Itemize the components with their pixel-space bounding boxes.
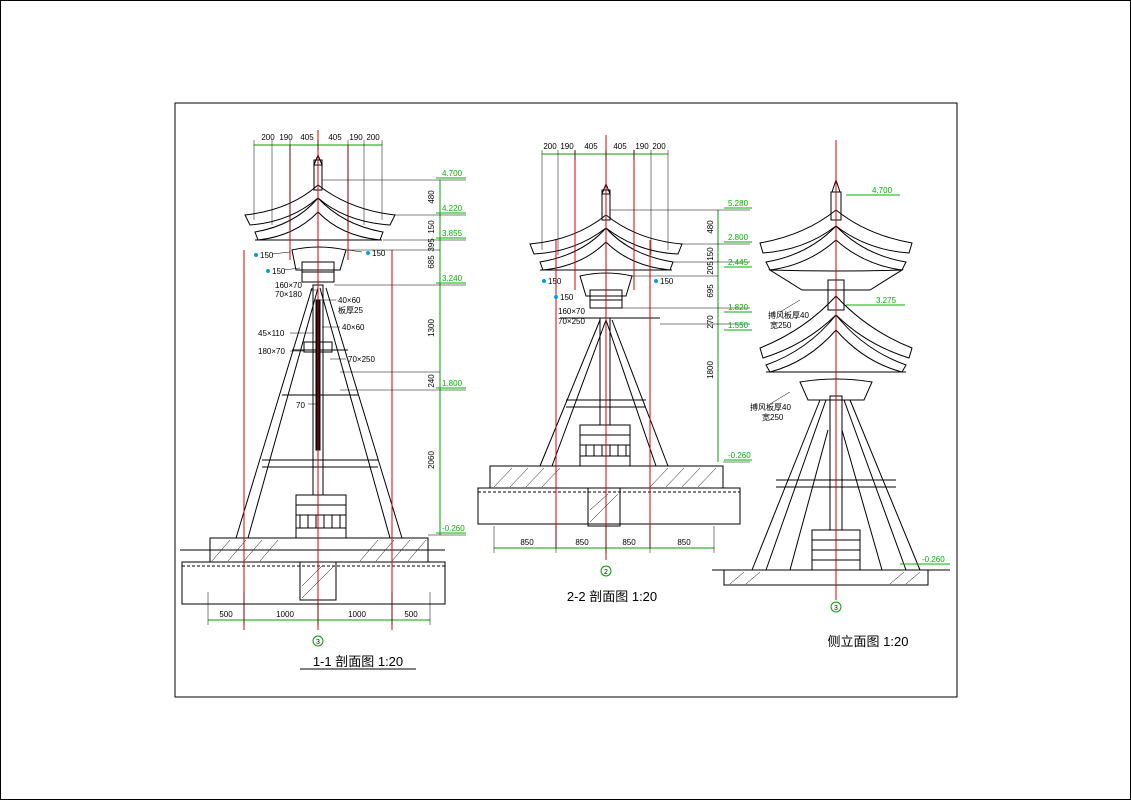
s1-note-70x180: 70×180: [275, 290, 302, 299]
s2-level-1: 5.280: [728, 199, 749, 208]
s2-top-dim-6: 200: [652, 142, 666, 151]
s1-right-dim-1: 480: [427, 190, 436, 204]
s3-note-2a: 搏风板厚40: [750, 402, 791, 412]
s1-top-dim-4: 405: [328, 133, 342, 142]
axis-label-2: 2: [604, 569, 608, 576]
s1-top-dim-6: 200: [366, 133, 380, 142]
s1-note-150b: 150: [372, 249, 386, 258]
s2-top-dim-1: 200: [543, 142, 557, 151]
s1-markers: [254, 251, 370, 273]
s2-right-dim-6: 1800: [706, 361, 715, 379]
s2-note-150b: 150: [660, 277, 674, 286]
s2-level-5: 1.550: [728, 321, 749, 330]
s2-right-dim-5: 270: [706, 315, 715, 329]
s1-note-70x250: 70×250: [348, 355, 375, 364]
side-elevation-level-marks: [846, 194, 950, 565]
s1-note-40x60b: 40×60: [342, 323, 365, 332]
s3-level-2: 3.275: [876, 296, 897, 305]
side-elevation-leaders: [769, 299, 801, 405]
s3-level-1: 4.700: [872, 186, 893, 195]
s3-note-1b: 宽250: [770, 320, 792, 330]
s1-bottom-dim-1: 500: [219, 610, 233, 619]
s2-bottom-dim-2: 850: [575, 538, 589, 547]
s2-note-160x70: 160×70: [558, 307, 585, 316]
s1-note-70: 70: [296, 401, 305, 410]
s1-note-45x110: 45×110: [258, 329, 285, 338]
s1-top-dim-3: 405: [300, 133, 314, 142]
s3-note-1a: 搏风板厚40: [768, 310, 809, 320]
s1-right-dim-5: 1300: [427, 319, 436, 337]
s1-leaders: [271, 249, 363, 405]
s1-level-6: -0.260: [442, 524, 465, 533]
s2-markers: [542, 279, 658, 299]
s3-note-2b: 宽250: [762, 412, 784, 422]
s1-level-3: 3.855: [442, 229, 463, 238]
s1-bottom-dim-3: 1000: [348, 610, 366, 619]
s1-top-dim-5: 190: [349, 133, 363, 142]
s1-top-dim-2: 190: [279, 133, 293, 142]
s2-level-2: 2.800: [728, 233, 749, 242]
s3-title: 侧立面图 1:20: [828, 634, 909, 649]
axis-label-3: 3: [834, 605, 838, 612]
s2-top-dim-5: 190: [635, 142, 649, 151]
support-frame-3: [751, 395, 921, 571]
axis-bubble-3: [830, 601, 842, 613]
s2-note-70x250: 70×250: [558, 317, 585, 326]
axis-label-1: 3: [316, 639, 320, 646]
s2-right-dim-2: 150: [706, 247, 715, 261]
s1-right-dim-3: 395: [427, 238, 436, 252]
section-1-level-marks: [436, 177, 466, 534]
s1-note-150a: 150: [260, 251, 274, 260]
s1-right-dim-7: 2060: [427, 451, 436, 469]
s2-right-dim-4: 695: [706, 284, 715, 298]
s2-top-dim-2: 190: [560, 142, 574, 151]
s2-title: 2-2 剖面图 1:20: [567, 589, 657, 604]
s2-level-4: 1.820: [728, 303, 749, 312]
s1-note-40x60a: 40×60: [338, 296, 361, 305]
s2-top-dim-4: 405: [613, 142, 627, 151]
foundation-1: [180, 537, 446, 605]
axis-bubble-2: [600, 565, 612, 577]
s2-bottom-dim-4: 850: [677, 538, 691, 547]
drawing-frame: [174, 102, 958, 698]
s1-title: 1-1 剖面图 1:20: [313, 654, 403, 669]
s1-note-board: 板厚25: [338, 305, 363, 315]
support-frame-2: [539, 317, 669, 467]
s1-note-160x70: 160×70: [275, 281, 302, 290]
s2-top-dim-3: 405: [584, 142, 598, 151]
s1-level-5: 1.800: [442, 379, 463, 388]
s1-level-2: 4.220: [442, 204, 463, 213]
s1-bottom-dim-2: 1000: [276, 610, 294, 619]
section-2-level-marks: [724, 207, 752, 461]
s1-top-dim-1: 200: [261, 133, 275, 142]
s1-right-dim-2: 150: [427, 220, 436, 234]
s1-bottom-dim-4: 500: [404, 610, 418, 619]
s2-level-3: 2.445: [728, 258, 749, 267]
section-2-axis-lines: [555, 135, 651, 560]
s2-note-150a: 150: [548, 277, 562, 286]
axis-bubble-1: [312, 635, 324, 647]
s2-bottom-dim-1: 850: [520, 538, 534, 547]
s3-level-3: -0.260: [922, 555, 945, 564]
s1-right-dim-6: 240: [427, 374, 436, 388]
s1-note-150c: 150: [272, 267, 286, 276]
s1-right-dim-4: 685: [427, 255, 436, 269]
section-2-extension-lines: [493, 150, 750, 553]
s1-level-4: 3.240: [442, 274, 463, 283]
s1-note-180x70: 180×70: [258, 347, 285, 356]
section-2-dimensions: [494, 153, 719, 549]
s2-bottom-dim-3: 850: [622, 538, 636, 547]
s2-level-6: -0.260: [728, 451, 751, 460]
s2-note-150c: 150: [560, 293, 574, 302]
s1-level-1: 4.700: [442, 169, 463, 178]
section-1-extension-lines: [207, 140, 466, 625]
s2-right-dim-1: 480: [706, 220, 715, 234]
s2-right-dim-3: 205: [706, 261, 715, 275]
